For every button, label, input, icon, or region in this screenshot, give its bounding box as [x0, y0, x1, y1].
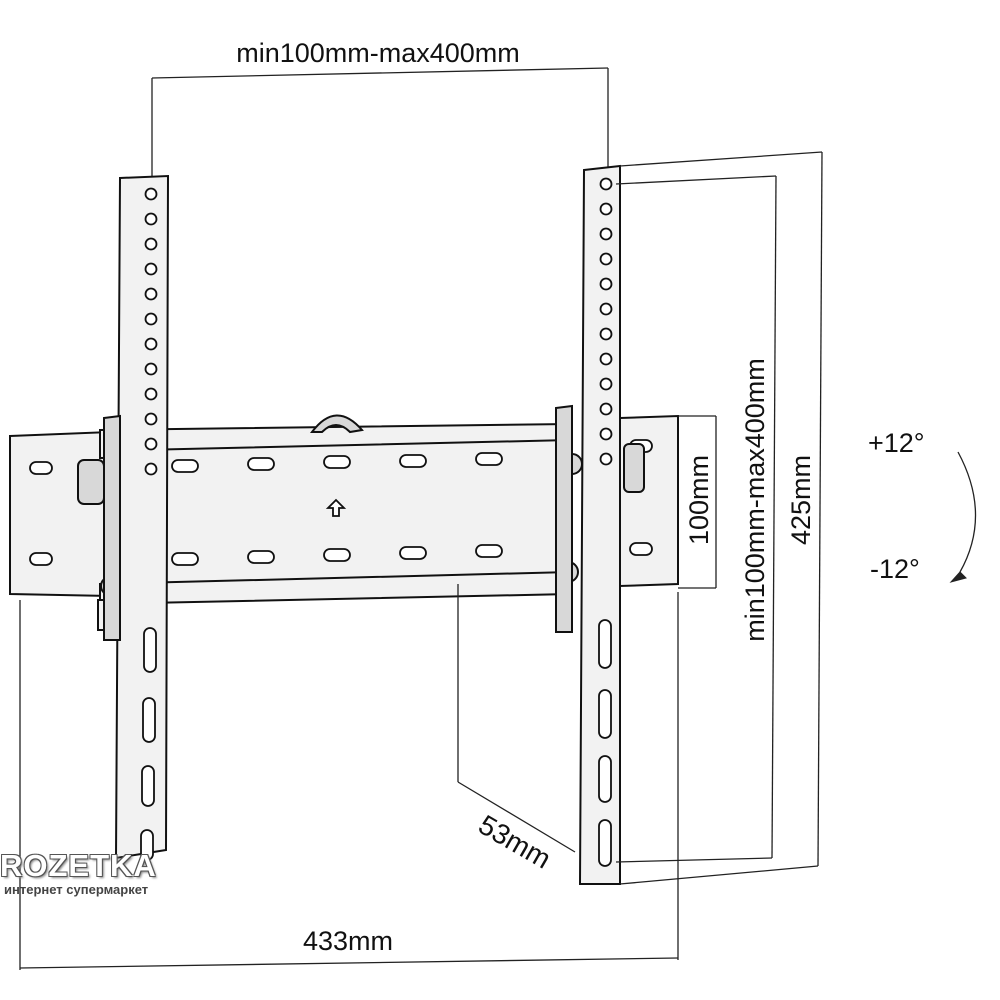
tilt-up-label: +12°	[868, 428, 925, 458]
height-dimension: 425mm	[619, 151, 823, 885]
total-width-label: 433mm	[303, 926, 393, 956]
right-arm-holes	[598, 177, 613, 867]
vertical-range-dimension: min100mm-max400mm	[615, 175, 777, 863]
top-width-label: min100mm-max400mm	[236, 38, 520, 68]
rail-spacing-dimension: 100mm	[678, 415, 717, 589]
height-label: 425mm	[786, 455, 816, 545]
plate-slots-bottom	[29, 542, 653, 566]
left-arm-holes	[140, 187, 158, 861]
total-width-dimension: 433mm	[19, 592, 679, 970]
watermark-tagline: интернет супермаркет	[4, 882, 149, 897]
top-width-dimension: min100mm-max400mm	[151, 38, 609, 180]
left-vertical-arm	[103, 174, 170, 861]
watermark-brand: ROZETKA	[0, 848, 157, 883]
watermark-logo: ROZETKA интернет супермаркет	[0, 850, 230, 898]
tilt-down-label: -12°	[870, 554, 920, 584]
depth-label: 53mm	[473, 809, 556, 875]
rail-spacing-label: 100mm	[684, 455, 714, 545]
up-arrow-icon	[325, 498, 347, 517]
right-vertical-arm	[555, 164, 621, 885]
tilt-arrow-icon	[949, 571, 967, 583]
vertical-range-label: min100mm-max400mm	[740, 358, 770, 642]
wall-plate	[9, 414, 679, 606]
tilt-indicator: +12° -12°	[868, 428, 977, 584]
